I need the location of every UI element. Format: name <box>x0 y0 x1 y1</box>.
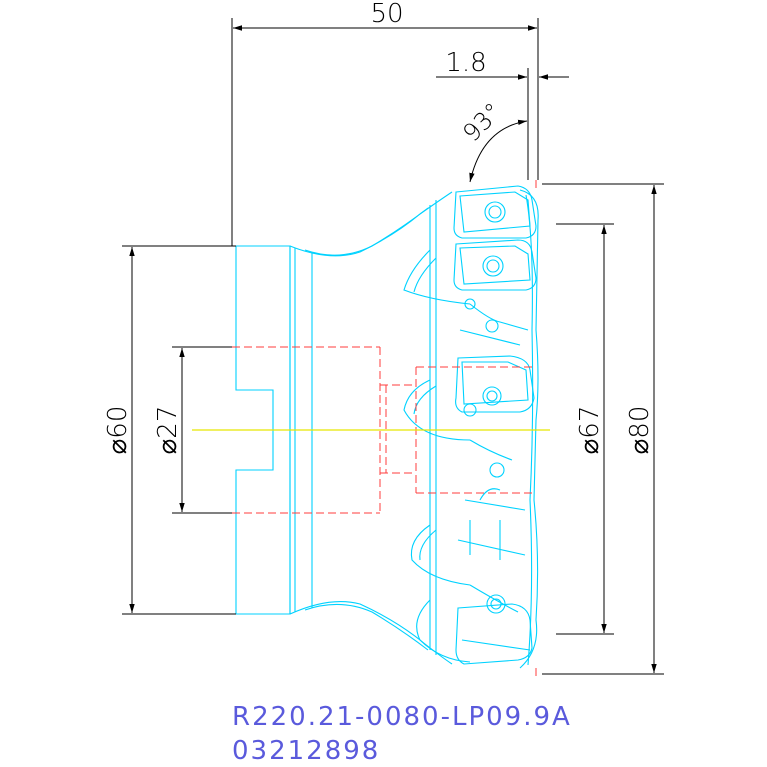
neck-top <box>289 191 453 257</box>
dim-overall-length: 50 <box>370 0 403 29</box>
dim-cutting-diameter: ⌀80 <box>625 406 655 455</box>
dim-bore-diameter: ⌀27 <box>153 406 183 455</box>
chip-pocket-1 <box>403 249 471 305</box>
dimension-lines <box>122 18 664 675</box>
part-number: R220.21-0080-LP09.9A <box>232 702 572 732</box>
screw-4 <box>486 594 506 614</box>
insert-1 <box>453 185 537 239</box>
screw-3 <box>482 386 502 406</box>
cutter-periphery <box>519 189 539 669</box>
dim-inner-cutting-diameter: ⌀67 <box>575 406 605 455</box>
order-code: 03212898 <box>232 736 381 766</box>
dim-edge-offset: 1.8 <box>445 48 486 78</box>
screw-1 <box>484 201 506 223</box>
neck-bottom <box>289 601 453 665</box>
chip-pocket-3 <box>410 524 471 586</box>
dim-entering-angle: 93° <box>457 97 507 147</box>
insert-3 <box>455 355 535 413</box>
dim-shank-diameter: ⌀60 <box>103 406 133 455</box>
dim-arc-entering-angle <box>469 119 528 183</box>
chip-pocket-4 <box>416 599 471 663</box>
chip-pocket-2 <box>403 379 471 441</box>
hidden-bore-lines <box>232 180 537 676</box>
cutter-body <box>235 185 539 669</box>
insert-2 <box>453 239 537 291</box>
insert-4 <box>455 603 533 665</box>
screw-2 <box>482 255 504 277</box>
